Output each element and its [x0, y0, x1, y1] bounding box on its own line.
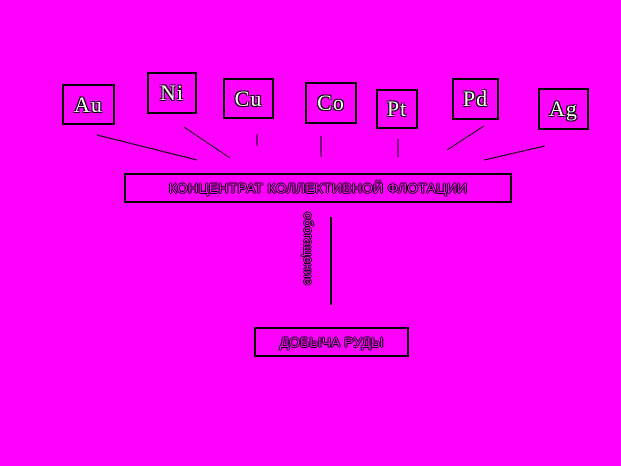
connector-ag: [483, 145, 546, 161]
metal-label-pd: Pd: [462, 86, 489, 111]
metal-box-ni: Ni: [147, 72, 197, 114]
metal-box-cu: Cu: [223, 78, 274, 119]
metal-label-pt: Pt: [386, 96, 408, 121]
connector-au: [96, 134, 198, 161]
mining-label: ДОБЫЧА РУДЫ: [279, 334, 384, 350]
metal-box-pt: Pt: [376, 89, 418, 129]
metal-box-ag: Ag: [538, 88, 589, 130]
metal-label-co: Co: [317, 90, 345, 115]
metal-label-cu: Cu: [234, 85, 263, 111]
metal-label-au: Au: [74, 91, 103, 117]
connector-pd: [446, 125, 485, 151]
concentrate-label: КОНЦЕНТРАТ КОЛЛЕКТИВНОЙ ФЛОТАЦИИ: [168, 180, 468, 196]
metal-label-ag: Ag: [549, 96, 578, 121]
metal-label-ni: Ni: [160, 80, 184, 105]
metal-box-au: Au: [62, 84, 115, 125]
connector-ni: [183, 126, 231, 159]
metal-box-co: Co: [305, 82, 357, 124]
mining-box: ДОБЫЧА РУДЫ: [254, 327, 409, 357]
concentrate-box: КОНЦЕНТРАТ КОЛЛЕКТИВНОЙ ФЛОТАЦИИ: [124, 173, 512, 203]
process-label: обогащение: [301, 212, 316, 286]
metal-box-pd: Pd: [452, 78, 499, 120]
